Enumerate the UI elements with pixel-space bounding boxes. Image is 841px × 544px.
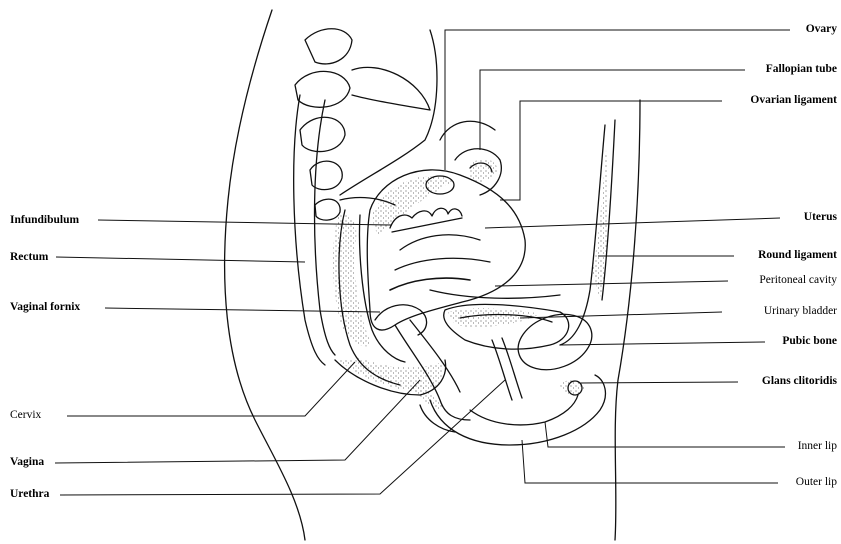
inner-lip-shape [470,395,578,425]
leader-urinary-bladder [520,312,722,318]
leader-vagina [55,380,420,463]
label-ovary: Ovary [806,23,837,36]
label-urethra: Urethra [10,488,49,501]
label-glans-clitoridis: Glans clitoridis [762,375,837,388]
label-pubic-bone: Pubic bone [782,335,837,348]
label-uterus: Uterus [804,211,837,224]
leader-outer-lip [522,440,778,483]
leader-peritoneal-cavity [495,281,728,286]
stippled-tissue [333,150,608,412]
leader-inner-lip [545,422,785,447]
label-round-ligament: Round ligament [758,249,837,262]
leader-glans-clitoridis [580,382,738,383]
label-ovarian-ligament: Ovarian ligament [750,94,837,107]
label-rectum: Rectum [10,251,48,264]
label-fallopian-tube: Fallopian tube [766,63,837,76]
leader-lines [55,30,790,495]
rectum-wall [294,95,325,365]
label-infundibulum: Infundibulum [10,214,79,227]
leader-ovary [445,30,790,170]
label-inner-lip: Inner lip [798,440,837,453]
label-peritoneal-cavity: Peritoneal cavity [759,274,837,287]
leader-cervix [67,362,355,416]
label-vaginal-fornix: Vaginal fornix [10,301,80,314]
label-urinary-bladder: Urinary bladder [764,305,837,318]
leader-uterus [485,218,780,228]
leader-rectum [56,257,305,262]
front-outline [615,100,640,540]
label-cervix: Cervix [10,409,41,422]
label-vagina: Vagina [10,456,44,469]
label-outer-lip: Outer lip [796,476,837,489]
